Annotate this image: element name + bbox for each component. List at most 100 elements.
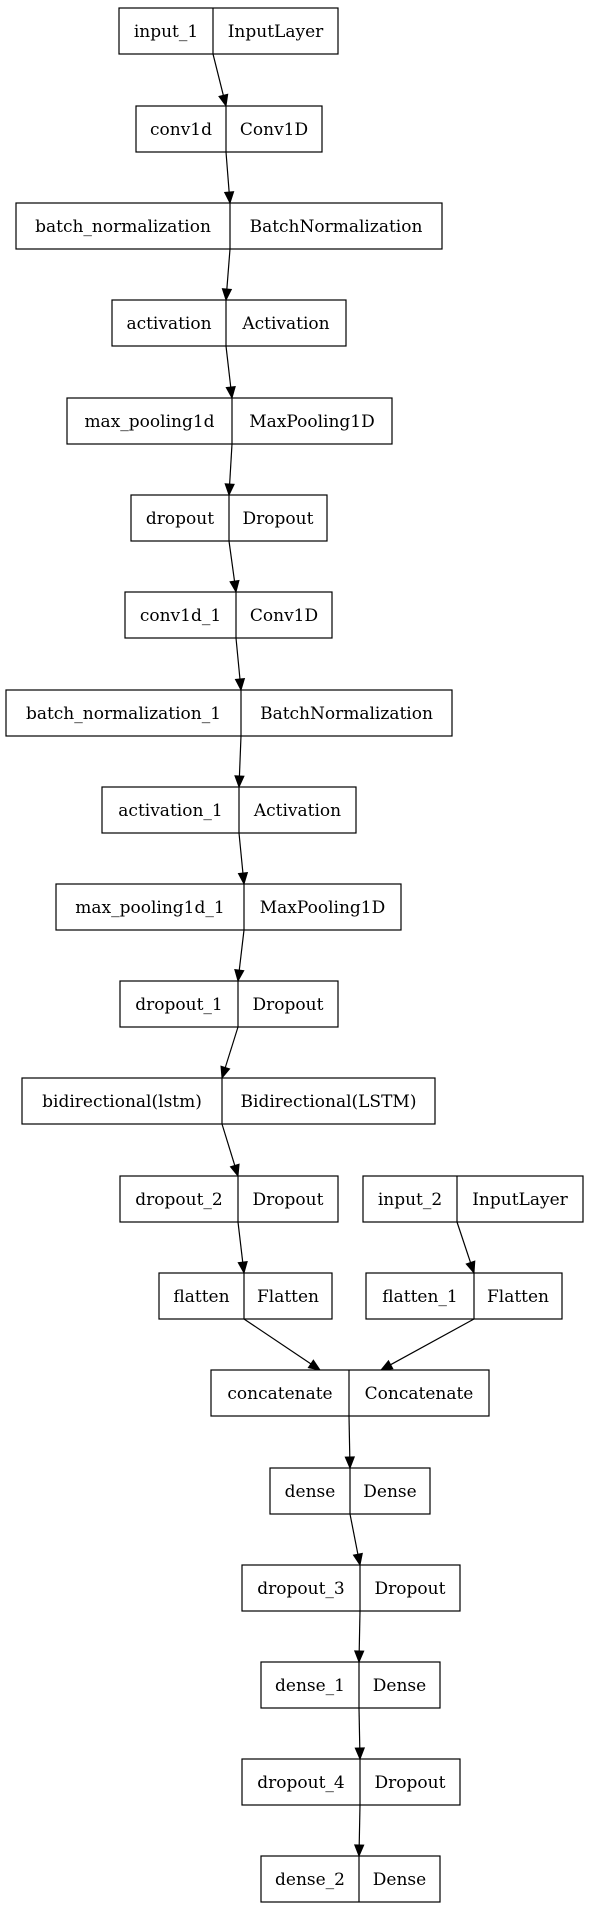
layer-box	[260, 1855, 441, 1903]
layer-name: flatten_1	[382, 1287, 457, 1307]
layer-box	[158, 1272, 333, 1320]
edge-input_2-to-flatten_1	[456, 1221, 476, 1275]
arrow-head-icon	[234, 775, 245, 789]
layer-name: conv1d	[150, 120, 212, 140]
edge-activation_1-to-max_pooling1d_1	[237, 832, 249, 886]
edge-concatenate-to-dense	[344, 1415, 356, 1470]
arrow-head-icon	[234, 678, 246, 692]
arrow-head-icon	[223, 191, 235, 205]
arrow-head-icon	[221, 288, 233, 302]
edge-line	[358, 1804, 361, 1846]
layer-type: Activation	[241, 314, 329, 334]
layer-box	[15, 202, 443, 250]
edge-line	[358, 1610, 361, 1652]
arrow-head-icon	[229, 579, 240, 594]
edge-line	[390, 1318, 475, 1366]
layer-type: MaxPooling1D	[249, 412, 375, 432]
edge-max_pooling1d_1-to-dropout_1	[234, 929, 245, 983]
layer-box	[66, 397, 393, 445]
layer-box	[101, 786, 357, 834]
edge-line	[225, 151, 230, 193]
edge-dense-to-dropout_3	[349, 1513, 363, 1567]
layer-name: dropout_3	[257, 1579, 344, 1599]
arrow-head-icon	[353, 1844, 365, 1858]
edge-line	[226, 248, 231, 290]
layer-name: max_pooling1d	[84, 412, 214, 432]
edge-conv1d_1-to-batch_normalization_1	[234, 637, 246, 692]
layer-box	[241, 1564, 461, 1612]
edge-dropout-to-conv1d_1	[228, 540, 240, 594]
arrow-head-icon	[220, 1065, 231, 1080]
edge-line	[456, 1221, 472, 1263]
layer-type: Conv1D	[250, 606, 318, 626]
layer-box	[135, 105, 323, 153]
edge-line	[238, 832, 244, 874]
edge-flatten-to-concatenate	[243, 1318, 322, 1371]
layer-box	[260, 1661, 441, 1709]
arrow-head-icon	[465, 1260, 476, 1275]
layer-box	[124, 591, 333, 639]
edge-dropout_3-to-dense_1	[353, 1610, 365, 1664]
arrow-head-icon	[307, 1359, 322, 1371]
edge-input_1-to-conv1d	[212, 53, 229, 108]
edge-line	[225, 345, 232, 388]
layer-name: dense_1	[275, 1676, 345, 1696]
edge-batch_normalization_1-to-activation_1	[234, 735, 245, 789]
layer-type: BatchNormalization	[250, 217, 423, 237]
layer-type: MaxPooling1D	[260, 898, 386, 918]
layer-name: dropout	[146, 509, 214, 529]
layer-name: dropout_4	[257, 1773, 344, 1793]
edge-batch_normalization-to-activation	[221, 248, 233, 302]
edge-line	[228, 540, 236, 582]
layer-box	[119, 1175, 339, 1223]
layer-type: Flatten	[487, 1287, 549, 1307]
layer-type: Dropout	[243, 509, 314, 529]
edge-line	[221, 1123, 236, 1166]
arrow-head-icon	[229, 1163, 240, 1178]
layer-box	[210, 1369, 490, 1417]
edge-dropout_4-to-dense_2	[353, 1804, 365, 1858]
layer-node-bidirectional: bidirectional(lstm)Bidirectional(LSTM)	[21, 1077, 436, 1125]
edge-line	[243, 1318, 312, 1365]
arrow-head-icon	[354, 1747, 366, 1761]
layer-name: input_1	[134, 22, 198, 42]
layer-box	[362, 1175, 584, 1223]
layer-name: activation	[126, 314, 211, 334]
layer-name: conv1d_1	[140, 606, 221, 626]
layer-name: batch_normalization	[35, 217, 211, 237]
edge-line	[238, 735, 242, 777]
arrow-head-icon	[379, 1359, 394, 1371]
layer-box	[118, 7, 339, 55]
edge-max_pooling1d-to-dropout	[224, 443, 235, 497]
layer-type: Concatenate	[365, 1384, 474, 1404]
layer-box	[119, 980, 339, 1028]
layer-node-conv1d_1: conv1d_1 Conv1D	[124, 591, 333, 639]
layer-type: Dense	[373, 1870, 426, 1890]
layer-name: dense	[285, 1482, 336, 1502]
layer-name: bidirectional(lstm)	[42, 1092, 202, 1112]
edge-line	[212, 53, 224, 96]
layer-box	[21, 1077, 436, 1125]
layer-node-max_pooling1d: max_pooling1d MaxPooling1D	[66, 397, 393, 445]
layer-box	[5, 689, 453, 737]
layer-name: dropout_2	[135, 1190, 222, 1210]
edge-line	[358, 1707, 361, 1749]
layer-box	[111, 299, 347, 347]
layer-name: flatten	[173, 1287, 229, 1307]
edge-bidirectional-to-dropout_2	[221, 1123, 240, 1178]
arrow-head-icon	[344, 1456, 356, 1470]
